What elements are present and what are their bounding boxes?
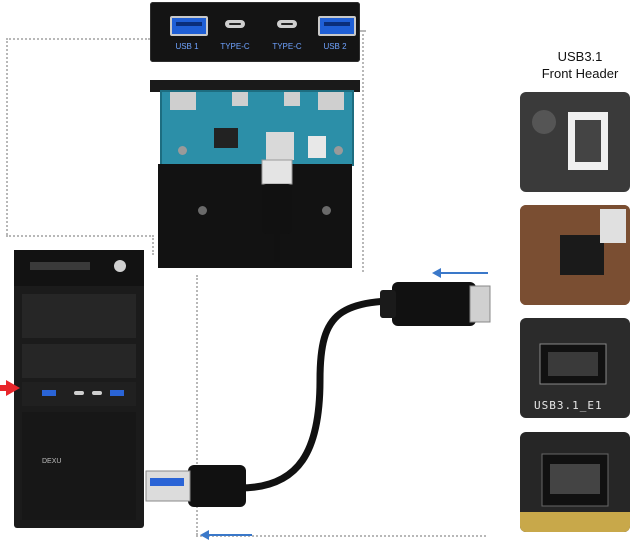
front-io-ports — [30, 262, 90, 270]
front-panel-strip: USB 1 TYPE-C TYPE-C USB 2 — [150, 2, 360, 62]
port-label: USB 2 — [323, 42, 347, 51]
guide-line-mid — [6, 235, 154, 237]
motherboard-photo — [520, 92, 630, 192]
photo-shape — [575, 120, 601, 162]
arrow-left-icon — [440, 272, 488, 274]
usb-c-port-icon — [74, 391, 84, 395]
photo-shape — [550, 464, 600, 494]
guide-line-mid-vert — [152, 235, 154, 255]
circuit-board — [160, 90, 354, 166]
photo-shape — [532, 110, 556, 134]
header-closeup — [539, 343, 607, 385]
photo-shape — [548, 352, 598, 376]
controller-chip — [214, 128, 238, 148]
header-socket — [308, 136, 326, 158]
usb-socket — [266, 132, 294, 160]
front-header-title: USB3.1 Front Header — [522, 48, 638, 82]
header-closeup — [532, 110, 608, 170]
tower-top-panel — [14, 250, 144, 286]
header-label: USB3.1_E1 — [534, 399, 603, 412]
screw-icon — [334, 146, 343, 155]
drive-bay-bracket — [150, 80, 360, 272]
arrow-left-icon — [432, 268, 441, 278]
screw-icon — [178, 146, 187, 155]
red-arrow-icon — [6, 380, 20, 396]
photo-shape — [520, 512, 630, 532]
usb-plug-body — [262, 184, 292, 234]
guide-line-inner — [196, 275, 198, 535]
connector-block — [232, 92, 248, 106]
usb-a-port-icon — [170, 16, 208, 36]
bottom-plug-tongue — [150, 478, 184, 486]
pc-tower: DEXU — [14, 250, 144, 528]
motherboard-photo — [520, 205, 630, 305]
red-arrow-icon — [0, 385, 8, 391]
usb-a-port-icon — [42, 390, 56, 396]
guide-line-left — [6, 38, 8, 235]
screw-icon — [322, 206, 331, 215]
bottom-plug-body — [188, 465, 246, 507]
tower-brand-label: DEXU — [42, 458, 62, 465]
photo-shape — [600, 209, 626, 243]
cable-loop — [239, 296, 421, 492]
title-line-1: USB3.1 — [557, 49, 603, 64]
arrow-left-icon — [208, 534, 252, 536]
photo-shape — [560, 235, 604, 275]
drive-bay-installed — [22, 382, 136, 406]
guide-line-right — [362, 30, 364, 272]
port-label: TYPE-C — [272, 42, 302, 51]
drive-bay — [22, 344, 136, 378]
motherboard-photo — [520, 432, 630, 532]
drive-bay — [22, 294, 136, 338]
header-closeup — [520, 453, 630, 532]
usb-a-port-icon — [110, 390, 124, 396]
power-button-icon — [114, 260, 126, 272]
usb-c-port-icon — [225, 20, 245, 28]
header-connector-tab — [469, 285, 491, 323]
guide-line-right-top — [360, 30, 366, 32]
connector-block — [170, 92, 196, 110]
header-closeup — [520, 205, 630, 305]
port-label: USB 1 — [175, 42, 199, 51]
connector-block — [318, 92, 344, 110]
bracket-plate — [158, 164, 352, 268]
usb-c-port-icon — [277, 20, 297, 28]
front-mesh — [22, 412, 136, 520]
usb-plug-top — [261, 159, 293, 185]
guide-line-top — [6, 38, 150, 40]
title-line-2: Front Header — [541, 66, 619, 81]
usb-a-port-icon — [318, 16, 356, 36]
port-label: TYPE-C — [220, 42, 250, 51]
motherboard-photo: USB3.1_E1 — [520, 318, 630, 418]
guide-line-bottom — [196, 535, 486, 537]
connector-block — [284, 92, 300, 106]
bracket-rail — [150, 80, 360, 92]
screw-icon — [198, 206, 207, 215]
header-connector-body — [392, 282, 476, 326]
header-connector-strain — [380, 290, 396, 318]
arrow-left-icon — [200, 530, 209, 540]
usb-c-port-icon — [92, 391, 102, 395]
